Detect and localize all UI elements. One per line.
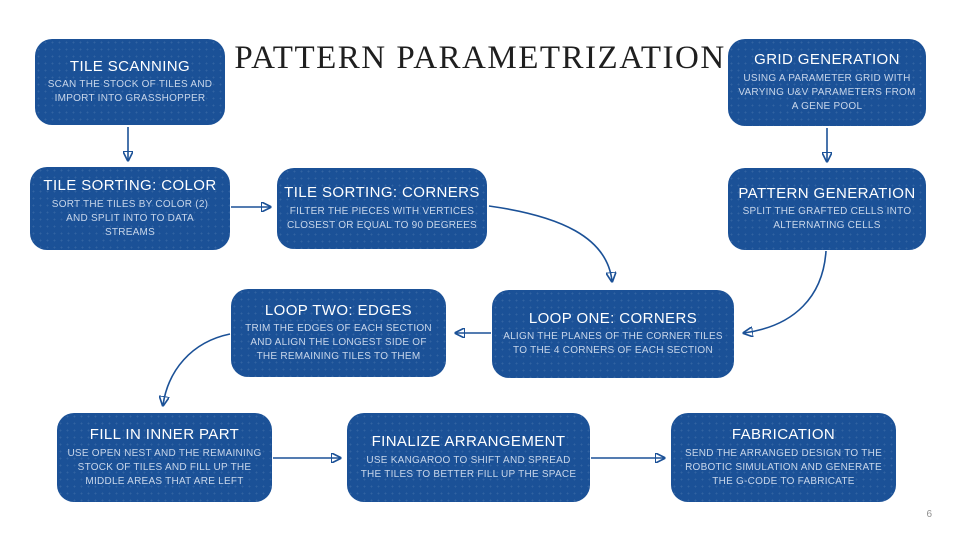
node-finalize-arrangement: FINALIZE ARRANGEMENT USE KANGAROO TO SHI…: [347, 413, 590, 502]
node-description: USE OPEN NEST AND THE REMAINING STOCK OF…: [67, 447, 262, 487]
node-grid-generation: GRID GENERATION USING A PARAMETER GRID W…: [728, 39, 926, 126]
node-description: ALIGN THE PLANES OF THE CORNER TILES TO …: [503, 331, 723, 357]
node-title: PATTERN GENERATION: [738, 184, 916, 202]
node-pattern-generation: PATTERN GENERATION SPLIT THE GRAFTED CEL…: [728, 168, 926, 250]
arrow-loop-two-edges-to-fill-in-inner-part: [163, 333, 231, 405]
node-title: TILE SCANNING: [69, 57, 191, 75]
node-description: SEND THE ARRANGED DESIGN TO THE ROBOTIC …: [684, 447, 883, 487]
node-title: GRID GENERATION: [754, 51, 900, 69]
node-title: TILE SORTING: CORNERS: [284, 184, 480, 202]
node-title: LOOP ONE: CORNERS: [528, 309, 698, 327]
node-fabrication: FABRICATION SEND THE ARRANGED DESIGN TO …: [671, 413, 896, 502]
page-number: 6: [926, 509, 932, 520]
node-tile-scanning: TILE SCANNING SCAN THE STOCK OF TILES AN…: [35, 39, 225, 125]
node-description: TRIM THE EDGES OF EACH SECTION AND ALIGN…: [245, 323, 432, 363]
node-description: FILTER THE PIECES WITH VERTICES CLOSEST …: [287, 205, 477, 231]
node-title: FABRICATION: [731, 426, 836, 444]
node-fill-in-inner-part: FILL IN INNER PART USE OPEN NEST AND THE…: [57, 413, 272, 502]
node-title: LOOP TWO: EDGES: [264, 301, 413, 319]
slide-title: PATTERN PARAMETRIZATION: [234, 40, 726, 76]
node-description: SORT THE TILES BY COLOR (2) AND SPLIT IN…: [51, 198, 209, 238]
node-loop-one-corners: LOOP ONE: CORNERS ALIGN THE PLANES OF TH…: [492, 290, 734, 378]
node-tile-sorting-color: TILE SORTING: COLOR SORT THE TILES BY CO…: [30, 167, 230, 250]
node-description: USE KANGAROO TO SHIFT AND SPREAD THE TIL…: [360, 454, 577, 480]
node-title: TILE SORTING: COLOR: [43, 177, 217, 195]
node-description: SPLIT THE GRAFTED CELLS INTO ALTERNATING…: [742, 206, 912, 232]
arrow-tile-sorting-corners-to-loop-one-corners: [488, 205, 612, 281]
node-description: USING A PARAMETER GRID WITH VARYING U&V …: [738, 72, 916, 112]
node-tile-sorting-corners: TILE SORTING: CORNERS FILTER THE PIECES …: [277, 168, 487, 249]
node-loop-two-edges: LOOP TWO: EDGES TRIM THE EDGES OF EACH S…: [231, 289, 446, 377]
node-title: FILL IN INNER PART: [89, 426, 240, 444]
node-description: SCAN THE STOCK OF TILES AND IMPORT INTO …: [47, 79, 213, 105]
arrow-pattern-generation-to-loop-one-corners: [744, 250, 827, 333]
node-title: FINALIZE ARRANGEMENT: [371, 433, 566, 451]
